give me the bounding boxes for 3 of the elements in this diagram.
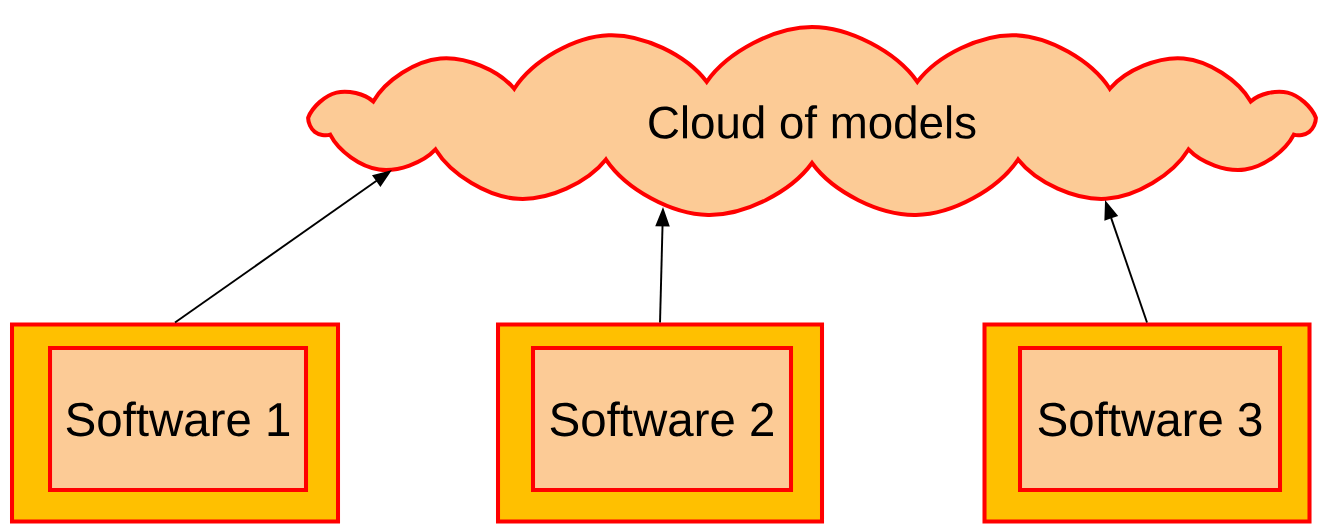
software-box: Software 3 [1018, 345, 1283, 492]
software-box: Software 2 [531, 345, 794, 492]
software-box: Software 1 [48, 345, 309, 492]
